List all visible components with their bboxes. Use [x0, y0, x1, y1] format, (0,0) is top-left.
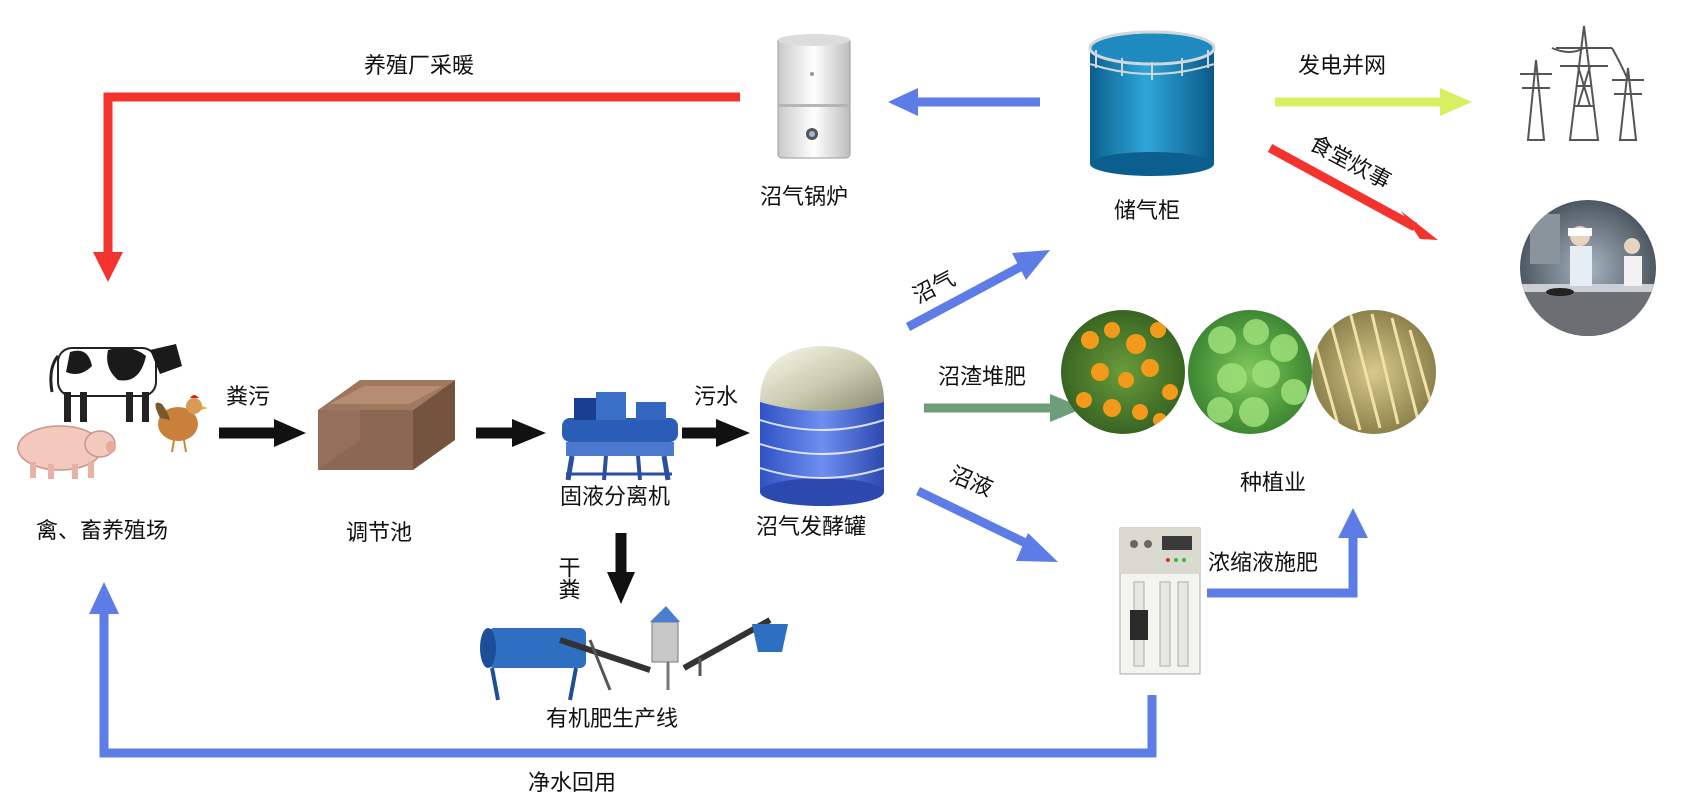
lettuce-icon: [1188, 310, 1312, 434]
planting-label: 种植业: [1240, 471, 1306, 496]
concentrate-fertilize-arrow: [1207, 508, 1368, 598]
concentrator-illustration: [1119, 527, 1201, 675]
cow-icon: [49, 344, 182, 422]
gas-holder-illustration: [1088, 30, 1216, 176]
manure-arrow: [219, 419, 306, 447]
biogas-boiler-illustration: [777, 34, 851, 159]
biogas-boiler-label: 沼气锅炉: [760, 185, 848, 210]
canteen-cooking-label: 食堂炊事: [1305, 131, 1394, 194]
manure-label: 粪污: [226, 385, 270, 410]
biogas-slurry-label: 沼液: [946, 462, 996, 502]
digestate-compost-label: 沼渣堆肥: [938, 365, 1026, 390]
regulating-pool-label: 调节池: [346, 521, 412, 546]
farm-label: 禽、畜养殖场: [36, 519, 168, 544]
pool-to-separator-arrow: [476, 419, 546, 447]
holder-to-boiler-arrow: [888, 88, 1040, 116]
fermentation-tank-label: 沼气发酵罐: [756, 515, 866, 540]
biogas-arrow: [905, 250, 1050, 331]
fermentation-tank-illustration: [759, 346, 885, 506]
farm-heating-label: 养殖厂采暖: [364, 54, 474, 79]
orange-tree-icon: [1061, 310, 1185, 434]
gas-holder-label: 储气柜: [1114, 199, 1180, 224]
fertilizer-line-illustration: [480, 606, 788, 701]
separator-label: 固液分离机: [560, 485, 670, 510]
power-tower-icon: [1520, 25, 1644, 141]
farm-animals-illustration: [17, 344, 208, 479]
dry-manure-arrow: [607, 533, 635, 604]
chicken-icon: [155, 395, 208, 453]
fertilizer-line-label: 有机肥生产线: [546, 707, 678, 732]
planting-illustration: [1061, 310, 1436, 434]
canteen-kitchen-icon: [1520, 200, 1656, 336]
concentrate-fertilize-label: 浓缩液施肥: [1208, 551, 1318, 576]
digestate-compost-arrow: [924, 394, 1084, 422]
separator-illustration: [562, 392, 678, 481]
regulating-pool-illustration: [318, 380, 455, 470]
farm-heating-arrow: [93, 92, 740, 282]
water-reuse-label: 净水回用: [528, 771, 616, 796]
power-grid-label: 发电并网: [1298, 54, 1386, 79]
sewage-arrow: [682, 419, 750, 447]
pig-icon: [17, 425, 116, 479]
biogas-slurry-arrow: [916, 486, 1058, 562]
water-reuse-arrow: [89, 582, 1157, 758]
power-grid-arrow: [1275, 88, 1472, 116]
sewage-label: 污水: [694, 385, 738, 410]
dry-manure-label: 干粪: [555, 556, 580, 600]
wheat-icon: [1312, 310, 1436, 434]
canteen-cooking-arrow: [1267, 144, 1438, 240]
